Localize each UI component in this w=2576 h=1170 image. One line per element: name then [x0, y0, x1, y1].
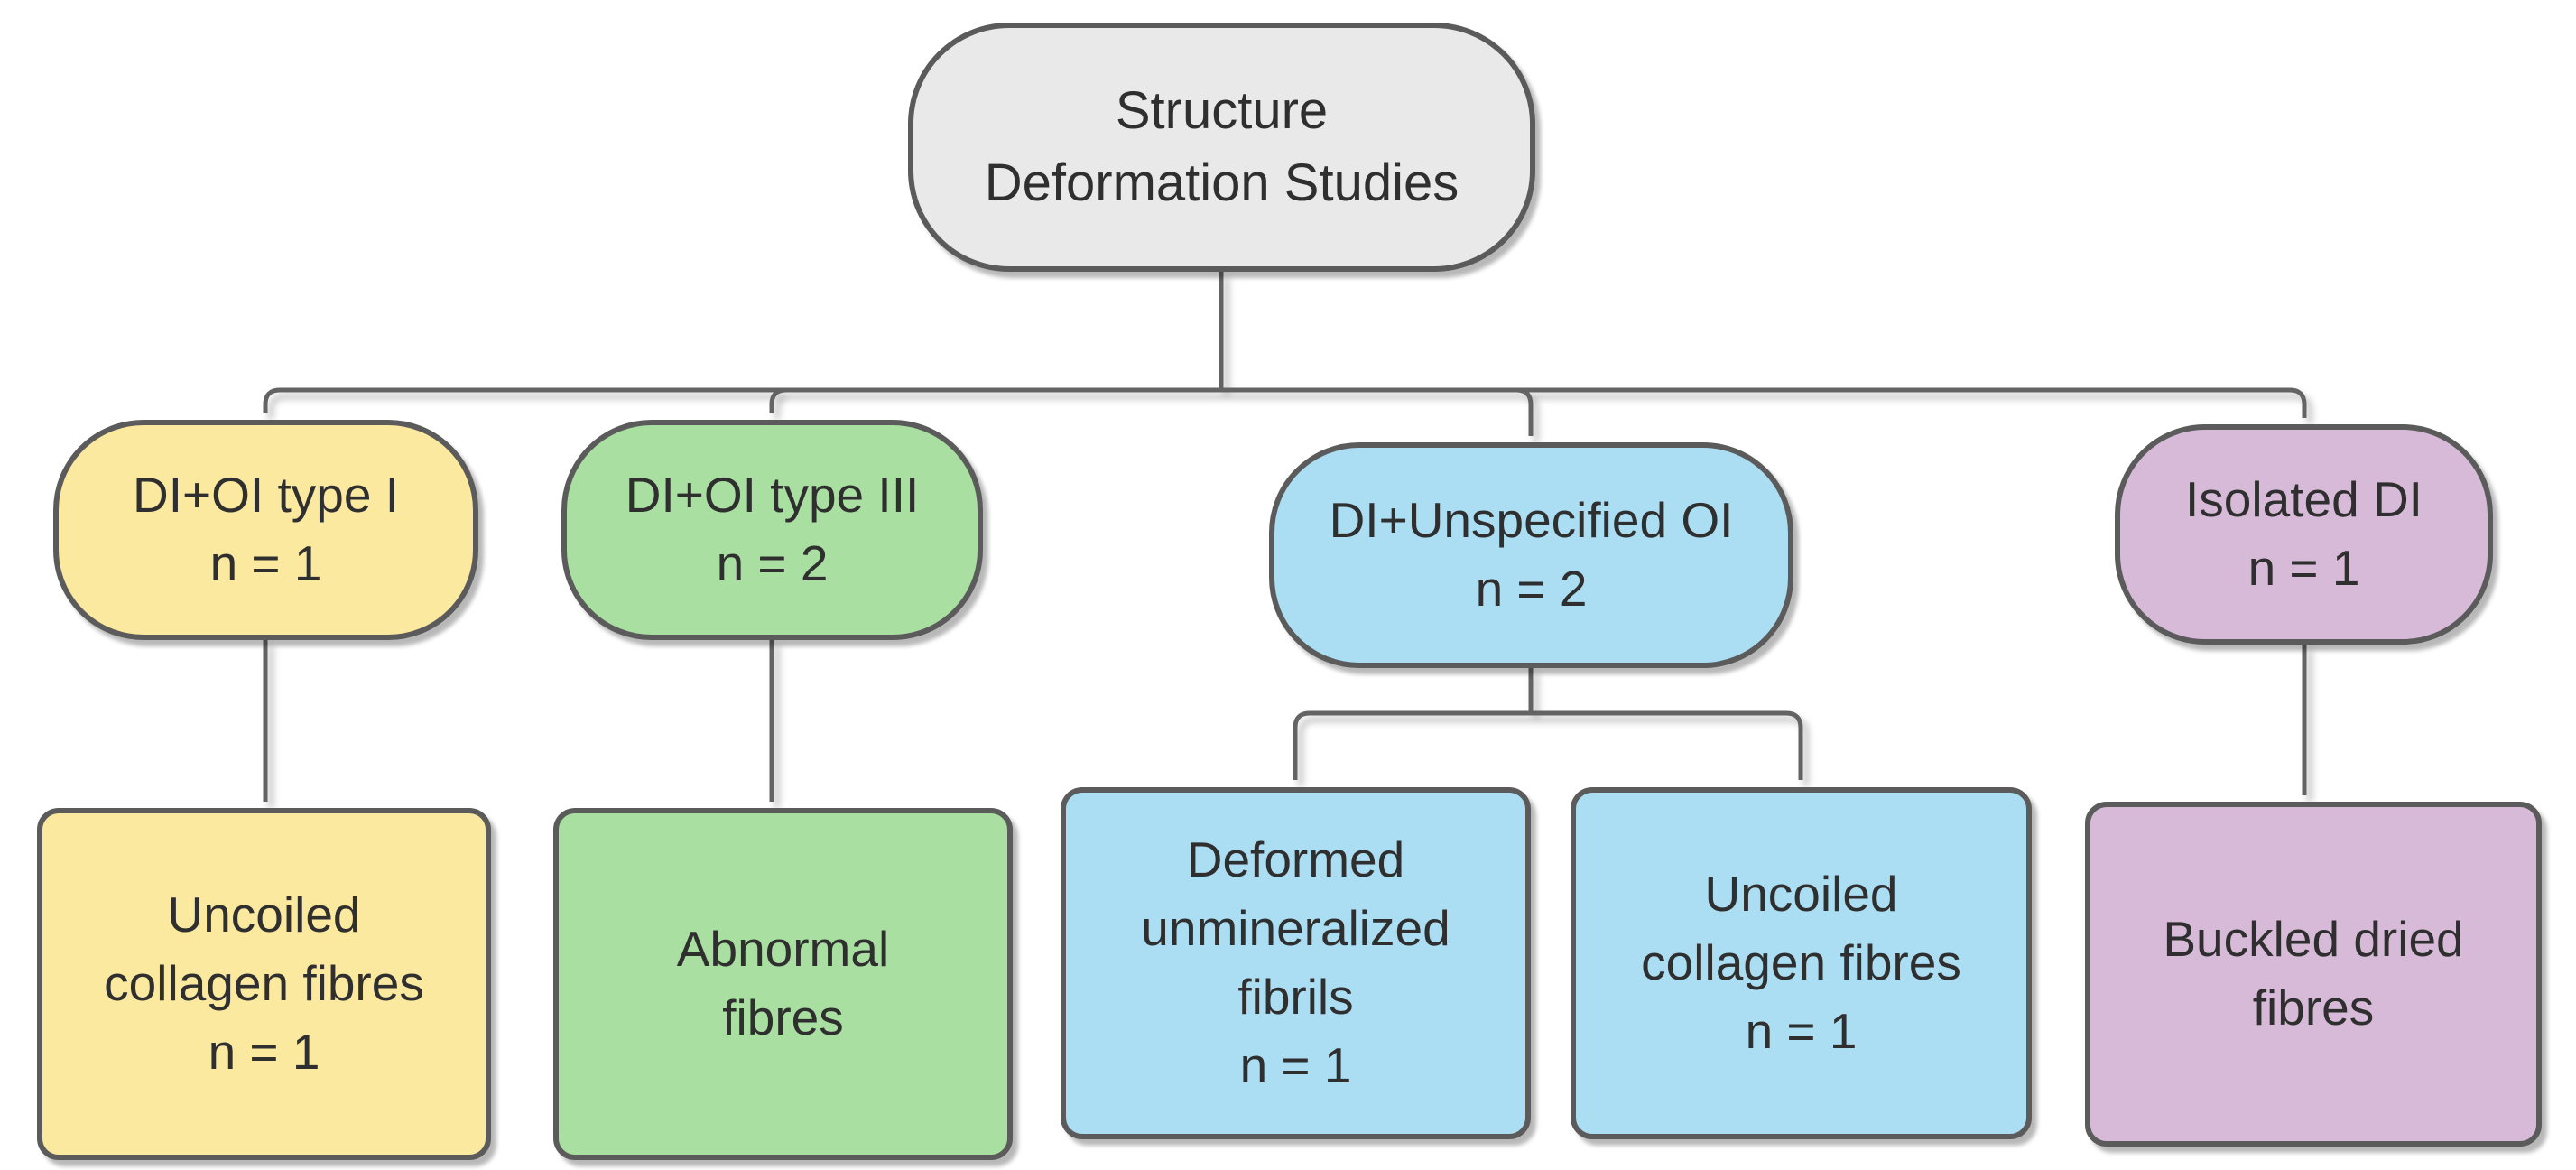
edge-di-unspecified-oi-to-deformed-unmineralized-fibrils — [1293, 710, 1531, 780]
node-buckled-dried-fibres: Buckled dried fibres — [2085, 802, 2542, 1147]
node-deformed-unmineralized-fibrils: Deformed unmineralized fibrils n = 1 — [1061, 787, 1531, 1139]
node-uncoiled-collagen-fibres-1: Uncoiled collagen fibres n = 1 — [37, 808, 491, 1160]
node-label: Structure Deformation Studies — [984, 80, 1459, 212]
node-label: Uncoiled collagen fibres n = 1 — [104, 887, 424, 1080]
node-abnormal-fibres: Abnormal fibres — [553, 808, 1013, 1160]
node-di-oi-type-i: DI+OI type I n = 1 — [53, 420, 478, 640]
node-label: Deformed unmineralized fibrils n = 1 — [1141, 831, 1450, 1093]
edge-root-to-isolated-di — [1221, 387, 2307, 418]
edge-root-to-di-unspecified-oi — [1221, 387, 1534, 436]
edge-root-to-di-oi-type-iii — [769, 387, 1221, 413]
node-structure-deformation-studies: Structure Deformation Studies — [908, 23, 1535, 272]
node-di-oi-type-iii: DI+OI type III n = 2 — [561, 420, 983, 640]
node-label: DI+Unspecified OI n = 2 — [1329, 492, 1734, 617]
node-label: Uncoiled collagen fibres n = 1 — [1641, 866, 1961, 1059]
node-uncoiled-collagen-fibres-2: Uncoiled collagen fibres n = 1 — [1571, 787, 2032, 1139]
node-label: Buckled dried fibres — [2163, 911, 2464, 1035]
node-isolated-di: Isolated DI n = 1 — [2115, 424, 2493, 645]
node-label: Isolated DI n = 1 — [2185, 471, 2423, 596]
node-label: DI+OI type III n = 2 — [625, 467, 920, 591]
node-label: Abnormal fibres — [676, 921, 890, 1045]
edge-root-to-di-oi-type-i — [263, 387, 1221, 413]
edge-di-unspecified-oi-to-uncoiled-collagen-fibres-2 — [1531, 710, 1803, 780]
node-di-unspecified-oi: DI+Unspecified OI n = 2 — [1269, 442, 1793, 668]
node-label: DI+OI type I n = 1 — [133, 467, 399, 591]
